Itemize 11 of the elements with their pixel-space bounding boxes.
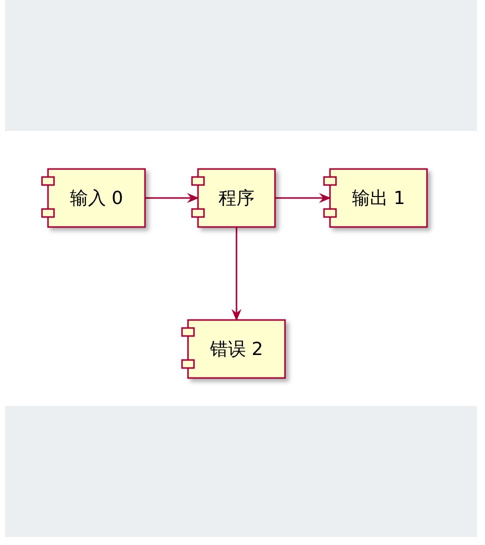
component-label: 错误 2 bbox=[208, 338, 264, 362]
component-box bbox=[182, 320, 285, 378]
arrow bbox=[275, 193, 331, 203]
component-box bbox=[324, 169, 427, 227]
arrow bbox=[145, 193, 199, 203]
arrow bbox=[232, 227, 242, 321]
component-label: 输出 1 bbox=[350, 187, 406, 211]
component-box bbox=[192, 169, 275, 227]
component-label: 程序 bbox=[218, 187, 256, 211]
component-label: 输入 0 bbox=[68, 187, 124, 211]
component-box bbox=[42, 169, 145, 227]
